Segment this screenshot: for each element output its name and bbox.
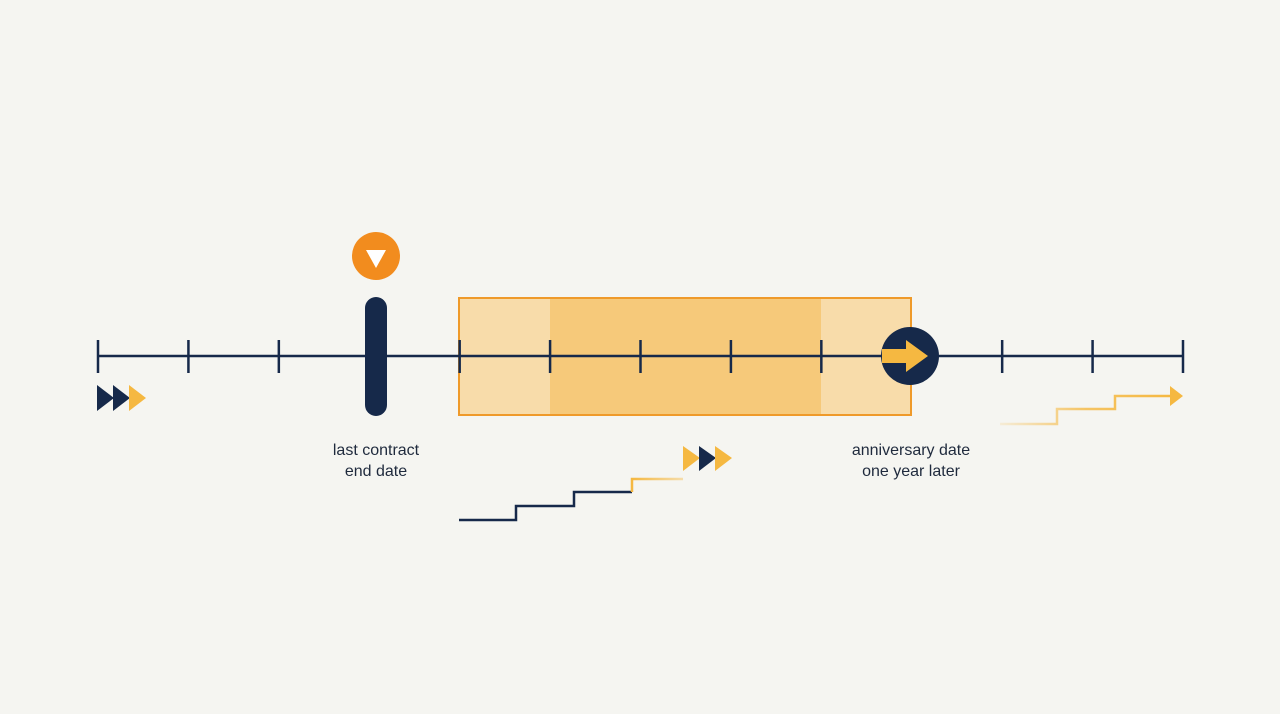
- staircase-amber-line: [630, 477, 683, 492]
- right-staircase: [1000, 386, 1183, 426]
- down-triangle-icon: [366, 250, 386, 268]
- end-date-label-line1: last contract: [332, 442, 420, 459]
- end-date-label: last contract end date: [296, 440, 456, 482]
- chevron-right-icon: [113, 385, 130, 411]
- middle-chevrons: [683, 446, 732, 471]
- anniversary-label-line1: anniversary date: [851, 442, 971, 459]
- chevron-right-icon: [715, 446, 732, 471]
- arrowhead-icon: [1170, 386, 1183, 406]
- timeline-ticks: [96, 340, 1185, 373]
- anniversary-label: anniversary date one year later: [826, 440, 996, 482]
- staircase-navy-line: [459, 490, 632, 522]
- end-date-bar: [365, 297, 387, 416]
- chevron-right-icon: [97, 385, 114, 411]
- anniversary-label-line2: one year later: [862, 463, 960, 480]
- middle-staircase: [459, 477, 683, 522]
- end-date-label-line2: end date: [344, 463, 408, 480]
- left-chevrons: [97, 385, 146, 411]
- chevron-right-icon: [699, 446, 716, 471]
- chevron-right-icon: [129, 385, 146, 411]
- staircase-amber-line: [1000, 394, 1172, 426]
- end-date-marker: [352, 232, 400, 416]
- right-arrow-icon: [882, 340, 928, 372]
- anniversary-marker: [881, 327, 939, 385]
- chevron-right-icon: [683, 446, 700, 471]
